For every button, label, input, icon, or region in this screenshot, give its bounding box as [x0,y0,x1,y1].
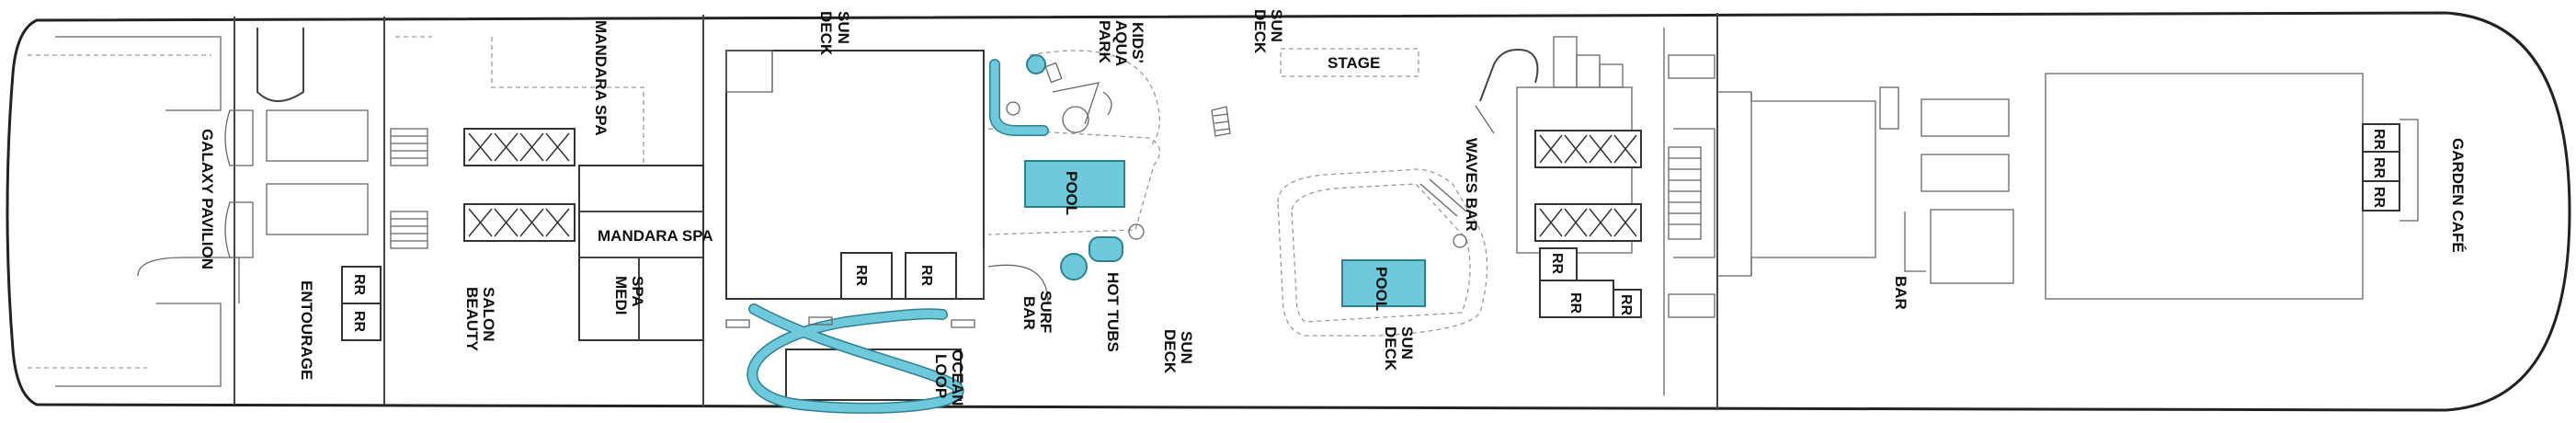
stage-area [1280,48,1419,77]
label-ocean-loop-2: LOOP [932,354,950,398]
pool-center [1024,160,1125,208]
label-entourage: ENTOURAGE [298,280,315,380]
forward-elevator-bank-2 [1534,203,1642,242]
ocean-loop-slide [725,303,975,414]
aft-elevator-bank-2 [463,203,576,242]
label-ocean-loop-1: OCEAN [949,349,966,406]
aft-interior [28,28,369,387]
label-kids-aqua-park-2: AQUA [1112,20,1130,66]
label-kids-aqua-park-3: PARK [1096,20,1113,64]
label-rr-forward-2: RR [1567,292,1583,314]
label-sun-deck-4b: DECK [1382,326,1399,372]
forward-elevator-bank-1 [1534,130,1642,168]
label-sun-deck-2a: SUN [1268,9,1285,42]
label-rr-center-1: RR [853,265,869,287]
label-rr-forward-3: RR [1618,294,1634,316]
label-sun-deck-3b: DECK [1161,329,1179,374]
label-beauty-salon-1: BEAUTY [463,287,481,352]
forward-structure [1516,36,1715,318]
label-bar: BAR [1892,276,1909,310]
label-pool-center: POOL [1063,171,1080,215]
label-rr-cafe-1: RR [2371,129,2387,151]
label-kids-aqua-park-1: KIDS' [1129,22,1146,63]
forward-pool-deck [1277,49,1539,337]
center-hatch [1211,106,1231,137]
label-galaxy-pavilion: GALAXY PAVILION [199,129,216,269]
spa-area [341,36,704,341]
label-waves-bar: WAVES BAR [1463,138,1480,232]
label-sun-deck-1b: DECK [817,11,835,56]
label-sun-deck-4a: SUN [1398,326,1416,360]
label-rr-aft-2: RR [351,311,367,333]
label-sun-deck-3a: SUN [1178,331,1195,364]
label-surf-bar-1: SURF [1037,291,1054,333]
label-medi-spa-1: MEDI [612,276,630,315]
forward-interior [1668,73,2419,300]
label-hot-tubs: HOT TUBS [1104,272,1122,352]
aft-elevator-bank-1 [463,128,576,166]
aft-stairs [390,128,428,249]
label-rr-cafe-3: RR [2371,187,2387,209]
pool-forward [1341,259,1426,307]
label-medi-spa-2: SPA [629,276,646,307]
label-rr-center-2: RR [918,265,934,287]
label-stage: STAGE [1328,54,1380,72]
label-rr-forward-1: RR [1549,253,1565,275]
label-sun-deck-2b: DECK [1251,9,1269,54]
label-rr-cafe-2: RR [2371,157,2387,179]
label-surf-bar-2: BAR [1020,296,1038,330]
label-garden-cafe: GARDEN CAFÉ [2449,138,2467,253]
label-mandara-spa-box: MANDARA SPA [598,227,713,245]
label-mandara-spa-top: MANDARA SPA [592,20,610,136]
center-structure [725,50,1161,304]
label-rr-aft-1: RR [351,274,367,296]
kids-aqua-park [989,54,1145,280]
label-beauty-salon-2: SALON [480,287,497,342]
label-pool-forward: POOL [1373,267,1390,311]
label-sun-deck-1a: SUN [835,11,852,44]
